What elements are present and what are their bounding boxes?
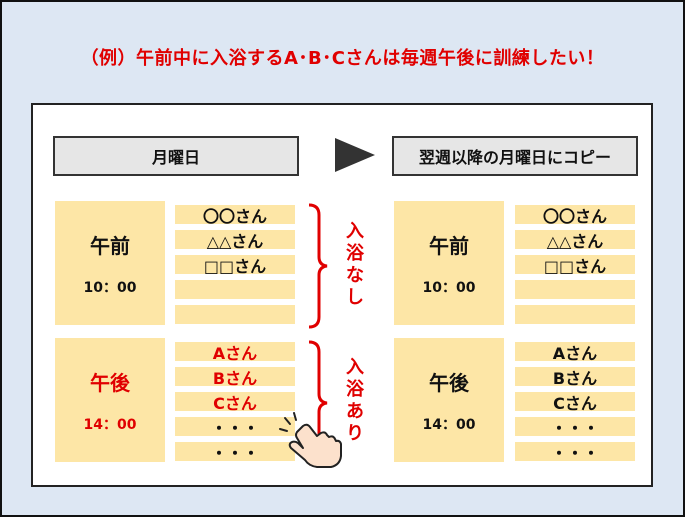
left-am-slot[interactable]: 午前 10：00 (55, 201, 165, 325)
list-item[interactable]: △△さん (175, 230, 295, 251)
list-item[interactable] (515, 280, 635, 299)
right-pm-time: 14：00 (422, 416, 476, 433)
monday-header: 月曜日 (53, 136, 299, 176)
right-am-list: 〇〇さん △△さん □□さん (515, 205, 635, 330)
right-am-time: 10：00 (422, 279, 476, 296)
right-pm-label: 午後 (429, 370, 469, 395)
page-title: （例）午前中に入浴するA･B･Cさんは毎週午後に訓練したい！ (80, 48, 605, 69)
left-am-label: 午前 (90, 233, 130, 258)
list-item[interactable]: Aさん (175, 342, 295, 363)
left-pm-time: 14：00 (83, 416, 137, 433)
copy-arrow-icon (335, 138, 375, 172)
list-item[interactable]: ・・・ (515, 417, 635, 438)
list-item[interactable]: Bさん (175, 367, 295, 388)
list-item[interactable] (175, 280, 295, 299)
list-item[interactable]: Cさん (515, 392, 635, 413)
left-pm-list: Aさん Bさん Cさん ・・・ ・・・ (175, 342, 295, 467)
list-item[interactable]: ・・・ (515, 442, 635, 463)
left-am-list: 〇〇さん △△さん □□さん (175, 205, 295, 330)
list-item[interactable] (175, 305, 295, 324)
list-item[interactable]: 〇〇さん (515, 205, 635, 226)
list-item[interactable]: ・・・ (175, 417, 295, 438)
right-pm-slot[interactable]: 午後 14：00 (394, 338, 504, 462)
right-am-slot[interactable]: 午前 10：00 (394, 201, 504, 325)
left-pm-slot[interactable]: 午後 14：00 (55, 338, 165, 462)
am-bracket-icon (308, 203, 328, 329)
copy-target-header: 翌週以降の月曜日にコピー (392, 136, 638, 176)
pointing-hand-icon (279, 412, 342, 468)
list-item[interactable]: 〇〇さん (175, 205, 295, 226)
list-item[interactable]: Cさん (175, 392, 295, 413)
list-item[interactable]: □□さん (515, 255, 635, 276)
right-am-label: 午前 (429, 233, 469, 258)
list-item[interactable]: △△さん (515, 230, 635, 251)
left-pm-label: 午後 (90, 370, 130, 395)
schedule-panel: 月曜日 翌週以降の月曜日にコピー 午前 10：00 〇〇さん △△さん □□さん… (31, 103, 653, 487)
left-am-time: 10：00 (83, 279, 137, 296)
right-pm-list: Aさん Bさん Cさん ・・・ ・・・ (515, 342, 635, 467)
list-item[interactable] (515, 305, 635, 324)
bath-annotation: 入 浴 あ り (346, 357, 364, 444)
list-item[interactable]: □□さん (175, 255, 295, 276)
no-bath-annotation: 入 浴 な し (346, 221, 364, 308)
list-item[interactable]: Bさん (515, 367, 635, 388)
list-item[interactable]: ・・・ (175, 442, 295, 463)
list-item[interactable]: Aさん (515, 342, 635, 363)
